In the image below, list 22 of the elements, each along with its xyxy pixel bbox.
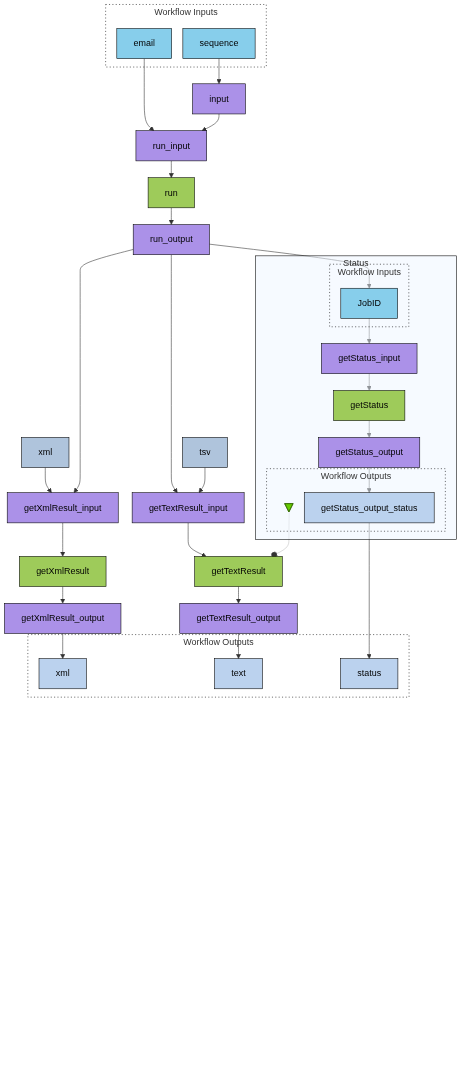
node-box: input	[192, 83, 246, 115]
node-box: getStatus_input	[321, 343, 418, 374]
node-box: email	[116, 28, 172, 59]
node-box: getXmlResult	[19, 556, 107, 587]
node-box: getTextResult_output	[179, 603, 298, 634]
node-box: getXmlResult_input	[6, 492, 119, 524]
node-box: run_input	[135, 130, 207, 162]
node-box: run_output	[132, 224, 210, 255]
node-box: run	[147, 177, 195, 209]
node-box: getXmlResult_output	[4, 603, 122, 634]
node-box: getTextResult	[194, 556, 283, 587]
node-box: getStatus_output_status	[304, 492, 435, 524]
node-box: getStatus	[333, 390, 406, 421]
node-box: text	[214, 658, 263, 690]
node-box: status	[340, 658, 399, 690]
node-box: getTextResult_input	[131, 492, 245, 524]
node-box: sequence	[182, 28, 256, 59]
node-box: xml	[38, 658, 87, 690]
node-box: JobID	[340, 287, 398, 319]
node-box: getStatus_output	[318, 437, 421, 468]
node-box: xml	[21, 437, 70, 468]
node-box: tsv	[182, 437, 228, 468]
